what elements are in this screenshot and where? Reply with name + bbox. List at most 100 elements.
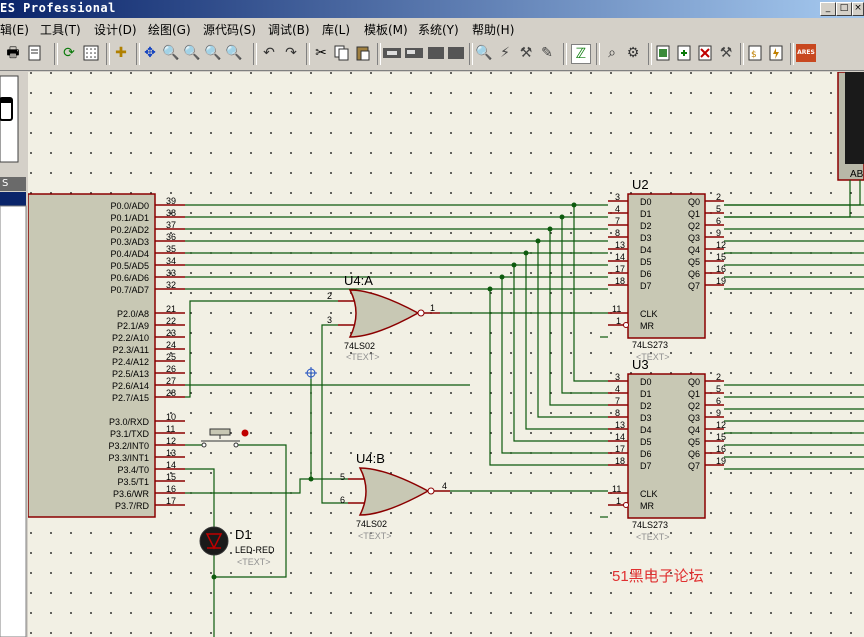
wire[interactable] [525,253,608,430]
menu-graph[interactable]: 绘图(G) [148,23,191,37]
decompose-icon[interactable]: ✎ [541,45,553,61]
wire[interactable] [724,180,851,218]
latch-output-number: 6 [716,396,721,406]
latch-output-label: Q5 [688,437,700,447]
mcu-pin-number: 10 [166,412,176,422]
latch-input-number: 8 [615,228,620,238]
wire[interactable] [321,324,348,504]
mcu-pin-number: 28 [166,388,176,398]
menu-library[interactable]: 库(L) [322,23,351,37]
undo-icon[interactable]: ↶ [263,45,275,61]
latch-clk-label: CLK [640,489,658,499]
display-component[interactable]: ABC [837,72,864,181]
title-bar: ES Professional _ □ × [0,0,864,18]
block-rotate-icon[interactable] [427,44,445,62]
mcu-pin-name: P3.2/INT0 [108,441,149,451]
paste-icon[interactable] [354,44,372,62]
search-icon[interactable]: ⌕ [608,45,616,61]
u2-body[interactable] [627,193,706,339]
new-sheet-icon[interactable] [675,44,693,62]
page-setup-icon[interactable] [26,44,44,62]
latch-output-label: Q4 [688,245,700,255]
package-tool-icon[interactable]: ⚒ [519,45,533,61]
wire[interactable] [310,373,348,480]
zoom-area-icon[interactable]: 🔍 [225,45,243,61]
property-tool-icon[interactable]: ⚙ [626,45,640,61]
wire[interactable] [724,180,861,206]
latch-input-label: D3 [640,413,652,423]
mcu-pin-name: P0.1/AD1 [110,213,149,223]
latch-input-label: D1 [640,389,652,399]
make-device-icon[interactable]: ⚡ [500,45,510,61]
block-copy-icon[interactable] [383,44,401,62]
u2-text: <TEXT> [636,352,670,362]
menu-tools[interactable]: 工具(T) [40,23,81,37]
maximize-button[interactable]: □ [836,2,852,16]
copy-icon[interactable] [333,44,351,62]
mcu-body[interactable] [28,193,156,518]
bom-icon[interactable]: $ [746,44,764,62]
menu-edit[interactable]: 辑(E) [0,23,29,37]
remove-sheet-icon[interactable] [696,44,714,62]
wire[interactable] [214,444,287,578]
led-d1[interactable] [199,526,229,556]
mcu-pin-number: 17 [166,496,176,506]
probe-marker[interactable] [305,367,317,379]
menu-help[interactable]: 帮助(H) [472,23,515,37]
menu-debug[interactable]: 调试(B) [268,23,310,37]
wire[interactable] [185,478,311,494]
block-delete-icon[interactable] [447,44,465,62]
redo-icon[interactable]: ↷ [285,45,297,61]
wire[interactable] [549,229,608,406]
mcu-pin-name: P2.1/A9 [117,321,149,331]
zoom-in-icon[interactable]: 🔍 [162,45,180,61]
close-button[interactable]: × [852,2,864,16]
zoom-all-icon[interactable]: 🔍 [204,45,222,61]
print-icon[interactable]: 🖶 [6,45,20,61]
wire[interactable] [573,205,608,382]
menu-template[interactable]: 模板(M) [364,23,408,37]
latch-output-label: Q7 [688,281,700,291]
block-move-icon[interactable] [405,44,423,62]
menu-source[interactable]: 源代码(S) [203,23,256,37]
wire[interactable] [501,277,608,454]
mcu-pin-number: 39 [166,196,176,206]
wire[interactable] [513,265,608,442]
mcu-pin-name: P2.4/A12 [112,357,149,367]
wire[interactable] [489,289,608,466]
wire[interactable] [185,300,338,398]
mcu-pin-name: P3.3/INT1 [108,453,149,463]
grid-icon[interactable] [82,44,100,62]
schematic-canvas[interactable]: ABC P0.0/AD039P0.1/AD138P0.2/AD237P0.3/A… [28,72,864,637]
latch-input-label: D6 [640,269,652,279]
mcu-pin-name: P3.6/WR [113,489,150,499]
wire-junction [559,214,565,220]
u4b-gate[interactable] [348,467,450,516]
wire[interactable] [185,468,215,527]
latch-input-number: 18 [615,276,625,286]
zoom-out-icon[interactable]: 🔍 [183,45,201,61]
latch-output-label: Q4 [688,425,700,435]
menu-design[interactable]: 设计(D) [94,23,137,37]
latch-clk-number: 11 [612,484,621,494]
latch-output-label: Q6 [688,269,700,279]
wire[interactable] [561,217,608,394]
minimize-button[interactable]: _ [820,2,836,16]
ares-icon[interactable]: ARES [796,44,816,62]
refresh-icon[interactable]: ⟳ [63,45,75,61]
pick-device-icon[interactable]: 🔍 [475,45,493,61]
wire-autoroute-icon[interactable]: ℤ [571,44,591,64]
pan-icon[interactable]: ✥ [144,45,156,61]
wire[interactable] [537,241,608,418]
cut-icon[interactable]: ✂ [315,45,327,61]
erc-icon[interactable] [767,44,785,62]
u4a-gate[interactable] [338,289,440,338]
menu-system[interactable]: 系统(Y) [418,23,459,37]
origin-icon[interactable]: ✚ [115,45,127,61]
push-button[interactable] [201,428,249,448]
left-panel: S [0,72,28,637]
netlist-icon[interactable] [654,44,672,62]
u3-body[interactable] [627,373,706,519]
goto-sheet-icon[interactable]: ⚒ [719,45,733,61]
latch-output-label: Q3 [688,233,700,243]
